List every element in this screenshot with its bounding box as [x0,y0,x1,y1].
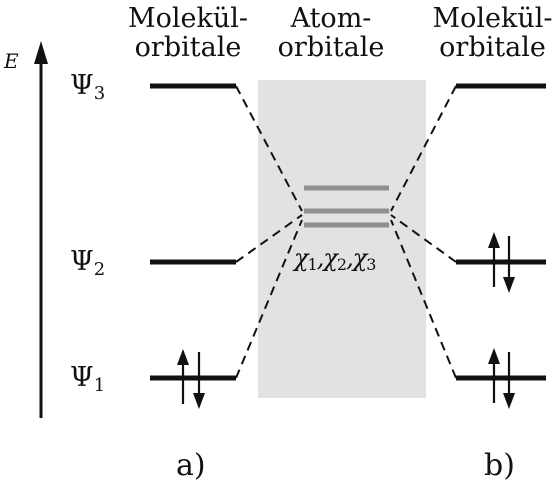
header-right-line2: orbitale [439,32,546,63]
psi-index: 3 [93,83,106,104]
energy-axis-arrowhead [34,41,48,64]
header-center-line1: Atom- [290,3,372,34]
correlation-line-right-psi3 [390,85,457,212]
chi-separator: , [316,244,325,272]
psi-symbol: Ψ [70,362,94,393]
psi-symbol: Ψ [70,246,94,277]
chi-symbol: χ [294,244,309,272]
level-label-psi3: Ψ3 [70,72,105,108]
electron-pair-right-psi1 [488,348,515,409]
chi-symbol: χ [352,244,368,272]
electron-spin-up-arrowhead [488,348,500,364]
part-label-a: a) [176,448,206,483]
correlation-line-right-psi1 [390,219,457,379]
electron-spin-down-arrowhead [503,277,515,293]
electron-pair-right-psi2 [488,232,515,293]
part-label-b: b) [484,448,515,483]
chi-separator: , [346,244,354,272]
header-left-mo: Molekül- orbitale [118,4,258,62]
level-label-psi1: Ψ1 [70,364,105,400]
header-right-line1: Molekül- [432,3,553,34]
level-label-psi2: Ψ2 [70,248,105,284]
header-center-ao: Atom- orbitale [266,4,396,62]
correlation-line-left-psi3 [235,85,303,212]
psi-index: 2 [93,259,106,280]
electron-pair-left-psi1 [177,349,205,409]
header-left-line2: orbitale [134,32,242,63]
header-center-line2: orbitale [277,32,385,63]
right-correlation-lines [390,85,457,379]
energy-axis-label: E [4,49,19,73]
electron-spin-up-arrowhead [488,232,500,248]
psi-symbol: Ψ [70,70,94,101]
electron-spin-up-arrowhead [177,349,189,365]
chi-symbol: χ [323,244,338,272]
correlation-line-right-psi2 [390,214,457,263]
correlation-line-left-psi2 [235,214,303,263]
chi-index: 1 [307,255,318,274]
psi-index: 1 [93,375,106,396]
electron-spin-down-arrowhead [503,393,515,409]
electron-spin-down-arrowhead [193,393,205,409]
chi-index: 3 [366,255,376,274]
atomic-orbital-region [258,80,426,398]
correlation-line-left-psi1 [235,219,303,379]
chi-index: 2 [336,255,347,274]
left-correlation-lines [235,85,303,379]
header-left-line1: Molekül- [127,3,249,34]
header-right-mo: Molekül- orbitale [425,4,560,62]
atomic-orbital-label: χ1,χ2,χ3 [294,244,377,274]
